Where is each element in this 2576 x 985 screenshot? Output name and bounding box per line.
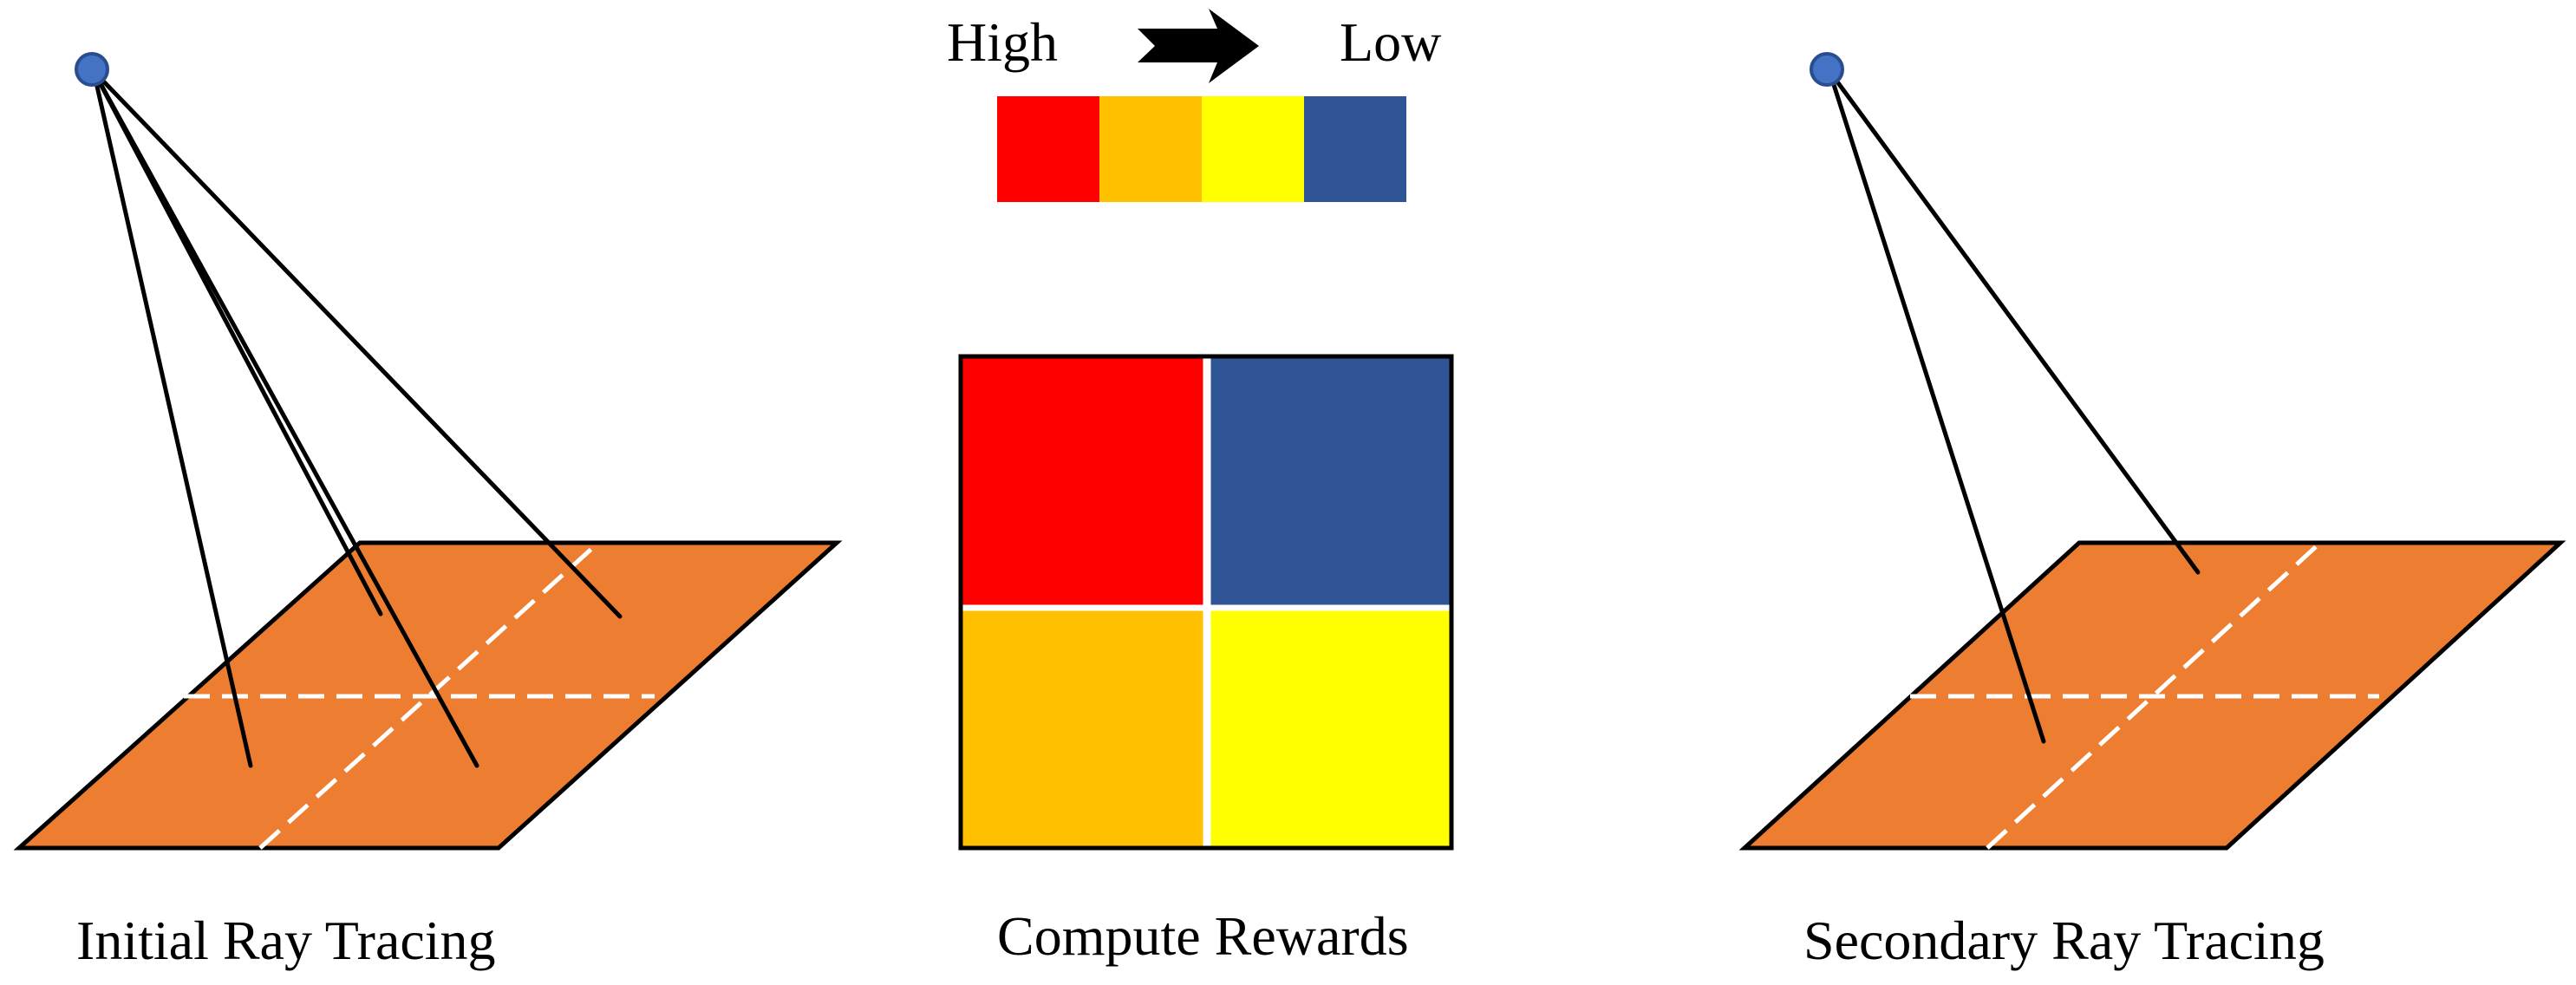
initial-ray-1 [91, 68, 253, 768]
initial-light-source [75, 52, 109, 87]
initial-ray-tracing-panel: Initial Ray Tracing [13, 52, 843, 971]
rewards-caption: Compute Rewards [997, 905, 1409, 967]
reward-cell-bottom-left [961, 608, 1207, 848]
initial-ray-3 [91, 68, 479, 768]
reward-cell-top-right [1207, 356, 1451, 608]
initial-ray-4 [91, 68, 623, 619]
secondary-caption: Secondary Ray Tracing [1803, 910, 2325, 971]
reward-cell-bottom-right [1207, 608, 1451, 848]
secondary-ray-1 [1827, 68, 2046, 744]
legend-swatch-medium-low [1202, 96, 1304, 202]
initial-caption: Initial Ray Tracing [76, 910, 496, 971]
secondary-light-source [1810, 52, 1844, 87]
legend-swatch-low [1304, 96, 1406, 202]
reward-legend: High Low [947, 9, 1441, 202]
secondary-ray-tracing-panel: Secondary Ray Tracing [1738, 52, 2566, 971]
arrow-right-icon [1138, 9, 1259, 83]
legend-swatch-high [997, 96, 1099, 202]
legend-high-label: High [947, 11, 1058, 73]
legend-low-label: Low [1340, 11, 1441, 73]
reward-grid-border [958, 354, 1454, 851]
legend-swatch-medium-high [1099, 96, 1202, 202]
secondary-ray-2 [1827, 68, 2201, 575]
compute-rewards-panel: Compute Rewards [958, 354, 1454, 967]
reward-cell-top-left [961, 356, 1207, 608]
